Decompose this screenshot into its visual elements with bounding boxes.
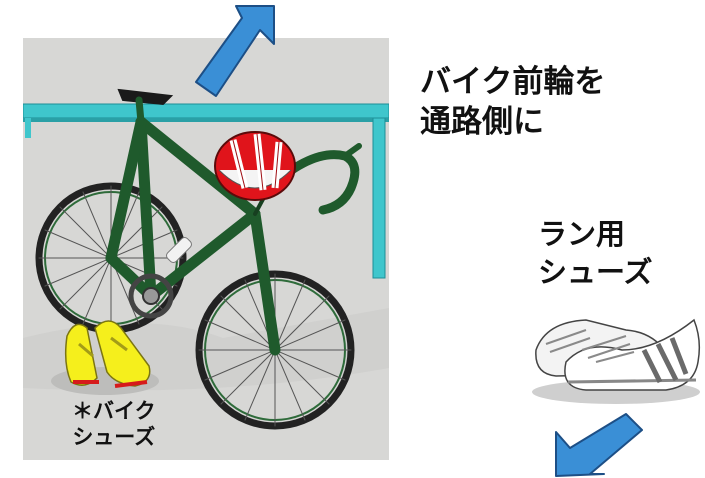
- helmet-icon: [214, 131, 296, 201]
- running-shoes-icon: [532, 318, 701, 404]
- bike-shoes-line-2: シューズ: [72, 425, 156, 450]
- bike-instruction-line-2: 通路側に: [420, 104, 544, 141]
- run-shoes-line-1: ラン用: [538, 217, 626, 251]
- run-shoes-line-2: シューズ: [538, 254, 653, 289]
- bicycle-icon: [35, 88, 362, 430]
- transition-scene: [23, 38, 389, 460]
- cycling-shoes-icon: [51, 320, 159, 395]
- run-shoes-label: ラン用シューズ: [538, 216, 653, 291]
- bike-shoes-label: ＊バイクシューズ: [72, 398, 156, 451]
- bike-instruction-text: バイク前輪を通路側に: [420, 62, 605, 143]
- bike-rack-icon: [23, 103, 389, 279]
- bike-shoes-line-1: ＊バイク: [72, 399, 156, 423]
- arrow-down-left-icon: [555, 413, 643, 477]
- arrow-up-right-icon: [195, 5, 275, 97]
- bike-instruction-line-1: バイク前輪を: [420, 64, 606, 100]
- scene-illustration: [23, 38, 389, 460]
